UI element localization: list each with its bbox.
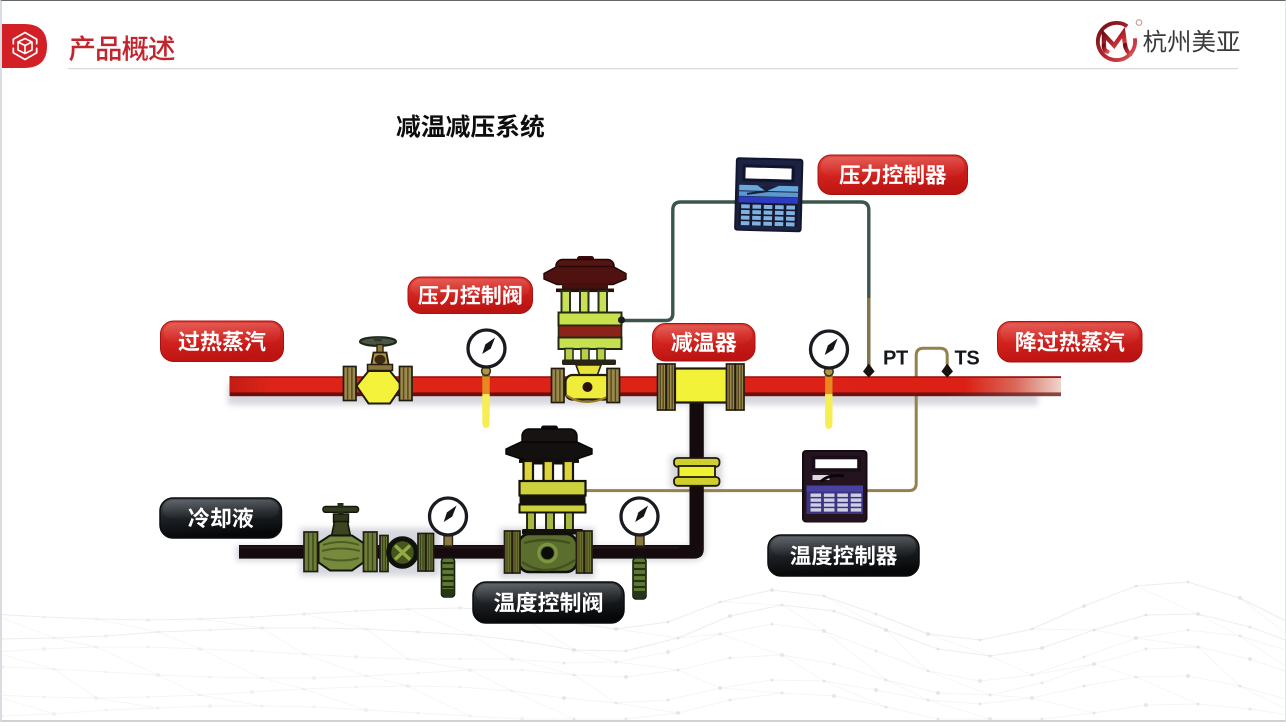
svg-text:TS: TS (955, 348, 980, 370)
svg-text:PT: PT (883, 348, 908, 370)
